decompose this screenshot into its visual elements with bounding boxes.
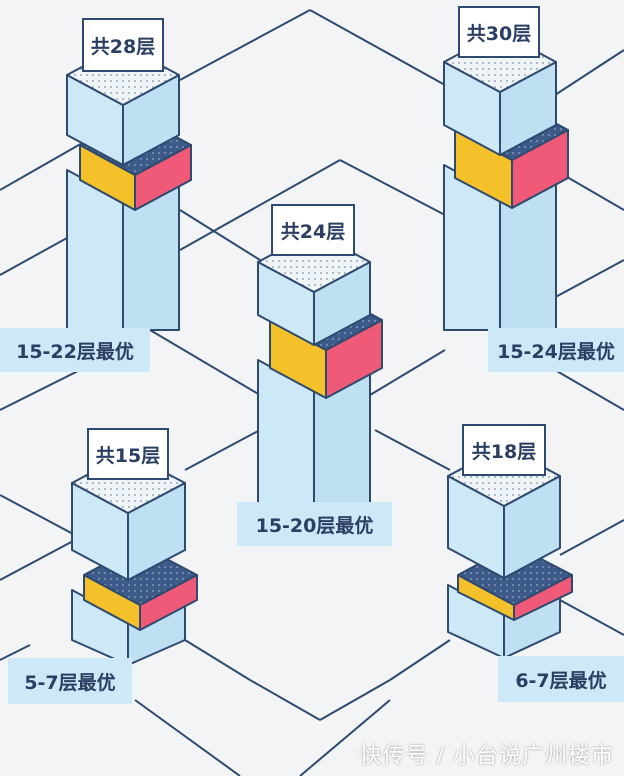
building-24-floors xyxy=(257,231,383,511)
total-floors-tag-28: 共28层 xyxy=(82,18,164,72)
total-floors-tag-15: 共15层 xyxy=(87,428,169,480)
total-floors-tag-24: 共24层 xyxy=(271,204,355,256)
building-15-floors xyxy=(71,452,198,666)
total-floors-tag-30: 共30层 xyxy=(458,6,540,58)
optimal-floors-label-15-22: 15-22层最优 xyxy=(0,328,150,372)
building-18-floors xyxy=(447,445,573,659)
grid-lines xyxy=(0,9,624,776)
watermark-text: 快传号 / 小台说广州楼市 xyxy=(359,744,614,769)
optimal-floors-label-15-20: 15-20层最优 xyxy=(237,502,392,546)
building-30-floors xyxy=(443,31,569,331)
total-floors-tag-18: 共18层 xyxy=(462,424,546,476)
optimal-floors-label-15-24: 15-24层最优 xyxy=(488,328,624,372)
building-28-floors xyxy=(66,44,192,331)
optimal-floors-label-5-7: 5-7层最优 xyxy=(8,658,132,704)
optimal-floors-label-6-7: 6-7层最优 xyxy=(498,656,624,702)
